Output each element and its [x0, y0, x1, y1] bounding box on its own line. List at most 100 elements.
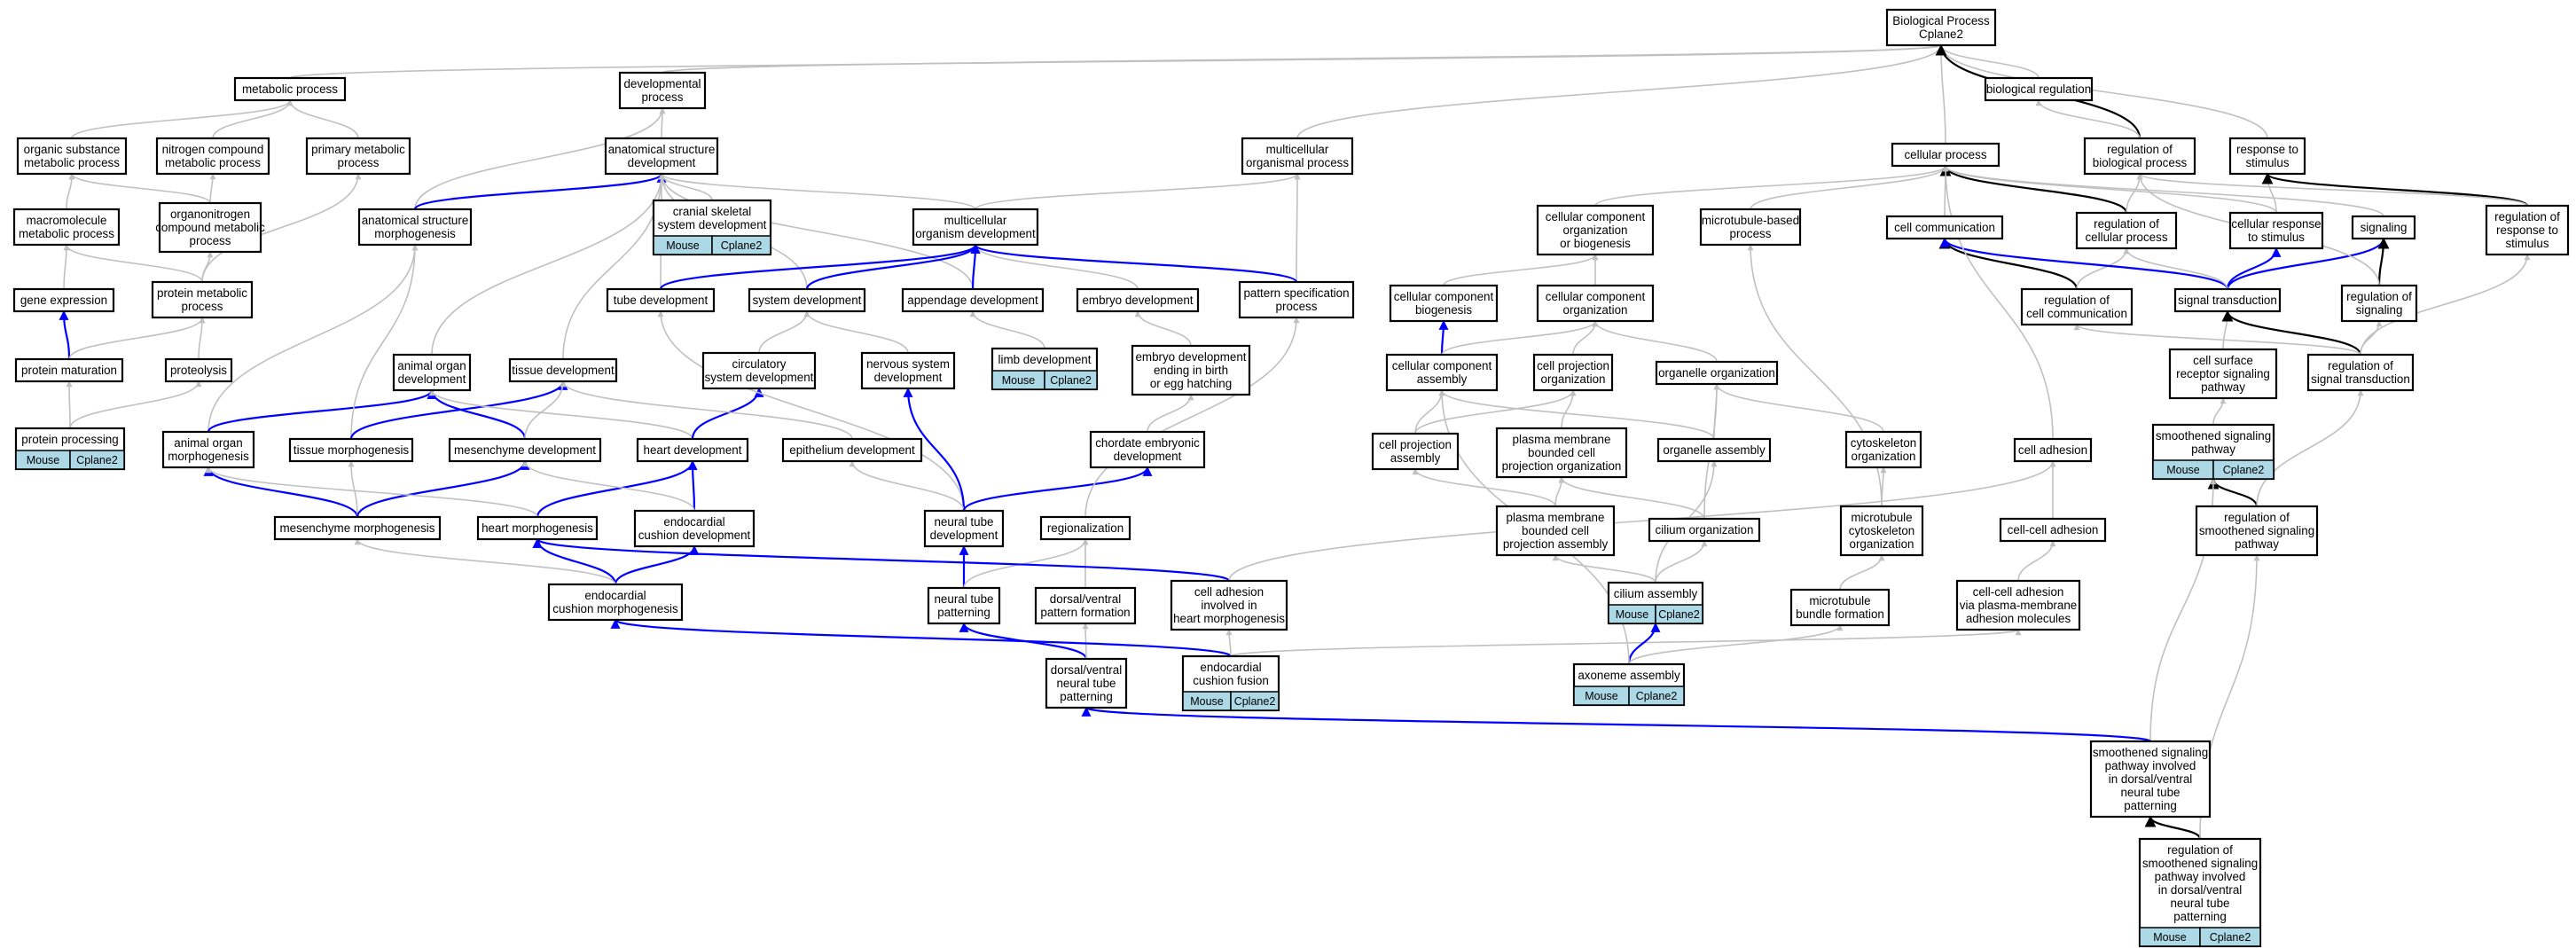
go-term-embdev[interactable]: embryo development — [1076, 287, 1200, 313]
edge-protmat-to-geneexpr — [59, 309, 71, 360]
go-term-ccadh[interactable]: cell-cell adhesion — [1999, 517, 2107, 543]
go-term-signaling[interactable]: signaling — [2351, 215, 2416, 240]
edge-endocfusion-to-ccadhpm — [1230, 629, 2022, 657]
go-term-sysdev[interactable]: system development — [748, 287, 866, 313]
go-term-tubedev[interactable]: tube development — [606, 287, 716, 313]
annotation-tag-cplane2: Cplane2 — [2199, 927, 2261, 947]
annotation-tag-mouse: Mouse — [2152, 459, 2214, 480]
go-term-proteolysis[interactable]: proteolysis — [164, 357, 233, 383]
edge-cellprojorg-to-ccorg — [1572, 320, 1599, 356]
term-label-line: dorsal/ventral — [1051, 663, 1122, 677]
go-term-tissuedev[interactable]: tissue development — [508, 357, 618, 383]
go-term-organelleorg[interactable]: organelle organization — [1655, 360, 1779, 386]
go-term-celladh[interactable]: cell adhesion — [2013, 437, 2093, 463]
go-term-biolreg[interactable]: biological regulation — [1984, 76, 2094, 102]
go-term-heartmorph[interactable]: heart morphogenesis — [476, 515, 599, 541]
go-term-mesdev[interactable]: mesenchyme development — [448, 437, 602, 463]
go-term-cellcomm[interactable]: cell communication — [1885, 215, 2004, 240]
go-term-appdev[interactable]: appendage development — [901, 287, 1045, 313]
go-term-geneexpr[interactable]: gene expression — [12, 287, 115, 313]
term-box — [1076, 287, 1200, 313]
go-term-ciliumorg[interactable]: cilium organization — [1648, 517, 1761, 543]
go-term-cellproc[interactable]: cellular process — [1891, 142, 2001, 168]
go-term-regionaliz[interactable]: regionalization — [1039, 515, 1131, 541]
term-label-line: neural tube — [2170, 897, 2229, 910]
term-label-line: cell adhesion — [1194, 585, 1264, 599]
go-term-heartdev[interactable]: heart development — [636, 437, 749, 463]
term-box — [912, 208, 1039, 247]
term-label-line: metabolic process — [242, 82, 338, 96]
go-term-metab[interactable]: metabolic process — [233, 76, 347, 102]
go-term-protmat[interactable]: protein maturation — [14, 357, 124, 383]
term-label-line: patterning — [2173, 910, 2227, 923]
edge-axoneme-to-mtbundle — [1628, 624, 1844, 665]
go-term-tissmorph[interactable]: tissue morphogenesis — [288, 437, 414, 463]
go-term-sigtrans[interactable]: signal transduction — [2173, 287, 2282, 313]
term-label-line: cell communication — [2026, 307, 2127, 320]
edge-celladhheart-to-heartmorph — [532, 537, 1231, 583]
go-term-mesmorph[interactable]: mesenchyme morphogenesis — [273, 515, 442, 541]
go-term-epith[interactable]: epithelium development — [781, 437, 923, 463]
go-term-organelleasm[interactable]: organelle assembly — [1656, 437, 1772, 463]
term-label-line: cell surface — [2193, 354, 2253, 367]
